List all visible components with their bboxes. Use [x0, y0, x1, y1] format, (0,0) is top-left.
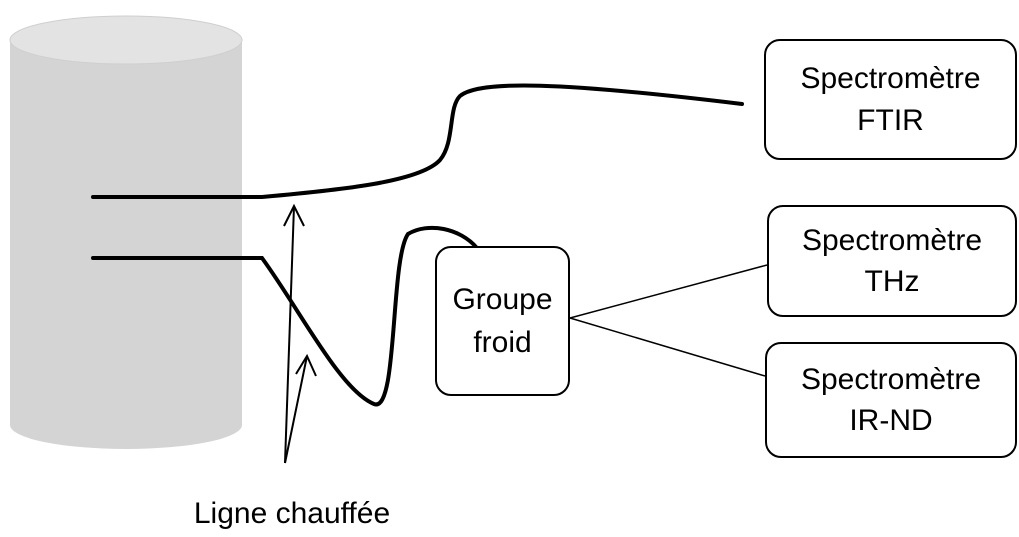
box-label-line2: froid — [473, 326, 532, 359]
box-label-line1: Groupe — [452, 282, 553, 316]
arrow-up-icon — [284, 353, 317, 464]
connector-irnd — [569, 317, 766, 377]
spectrometer-thz-box: Spectromètre THz — [767, 205, 1017, 317]
box-label-line1: Spectromètre — [800, 362, 982, 396]
cylinder-vessel — [9, 15, 243, 449]
cold-group-box: Groupe froid — [435, 246, 570, 396]
spectrometer-ftir-box: Spectromètre FTIR — [764, 39, 1017, 160]
heated-line-cold-group — [91, 225, 479, 407]
arrow-up-icon — [283, 203, 305, 464]
cylinder-body — [10, 40, 242, 449]
box-label-line2: FTIR — [857, 103, 924, 137]
box-label-line1: Spectromètre — [801, 223, 983, 257]
heated-line-ftir — [91, 83, 744, 199]
heated-line-caption: Ligne chauffée — [193, 497, 391, 530]
box-label-line2: IR-ND — [849, 404, 933, 437]
connector-thz — [569, 264, 768, 319]
box-label-line2: THz — [864, 265, 920, 298]
box-label-line1: Spectromètre — [800, 62, 981, 96]
spectrometer-irnd-box: Spectromètre IR-ND — [765, 342, 1017, 458]
cylinder-top — [9, 15, 243, 65]
